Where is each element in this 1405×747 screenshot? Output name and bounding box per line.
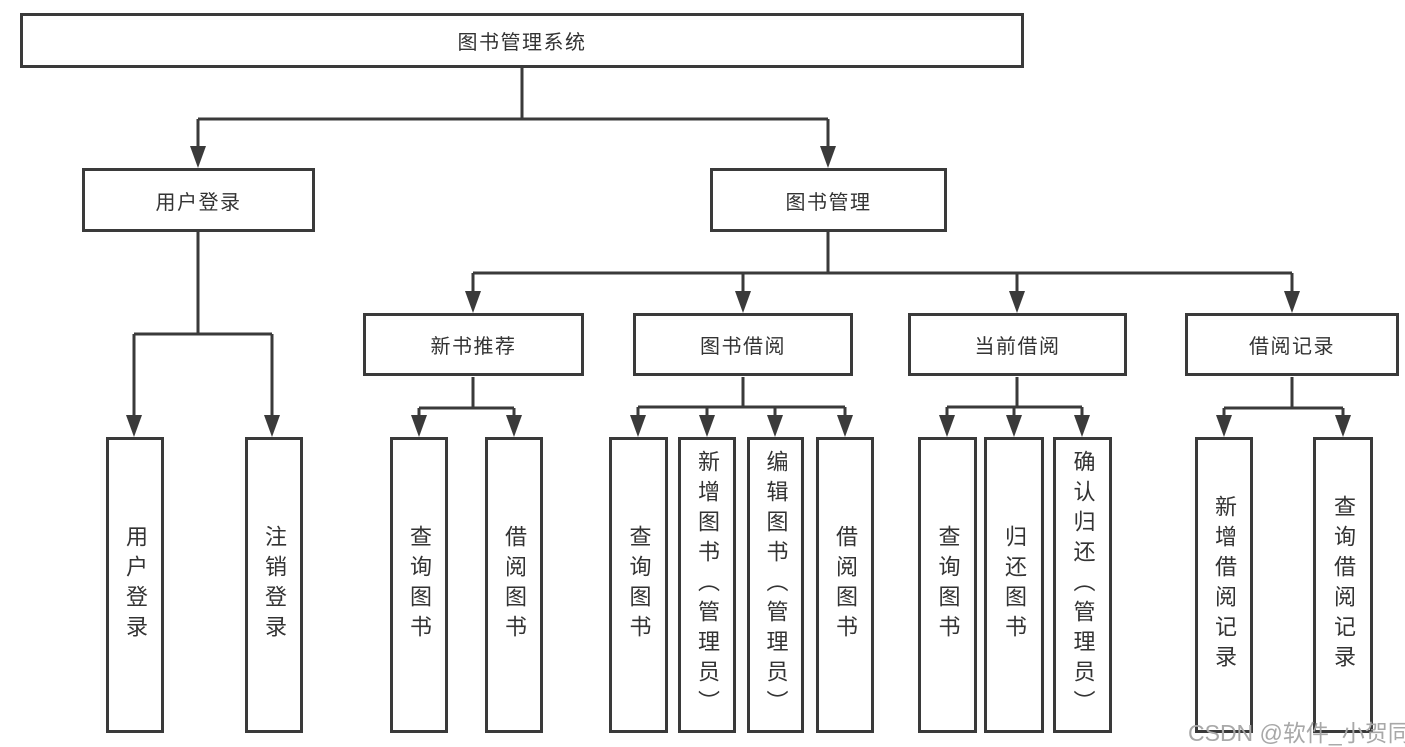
- leaf-confirm-return-admin: 确认归还（管理员）: [1053, 437, 1112, 733]
- node-borrow-records: 借阅记录: [1185, 313, 1399, 376]
- node-root: 图书管理系统: [20, 13, 1024, 68]
- leaf-query-book-borrow: 查询图书: [609, 437, 668, 733]
- leaf-user-login: 用户登录: [106, 437, 164, 733]
- leaf-add-book-admin: 新增图书（管理员）: [678, 437, 736, 733]
- watermark: CSDN @软件_小贺同学: [1188, 720, 1405, 746]
- node-current-borrow: 当前借阅: [908, 313, 1127, 376]
- leaf-query-borrow-record: 查询借阅记录: [1313, 437, 1373, 733]
- leaf-edit-book-admin: 编辑图书（管理员）: [747, 437, 804, 733]
- leaf-add-borrow-record: 新增借阅记录: [1195, 437, 1253, 733]
- leaf-borrow-book-recommend: 借阅图书: [485, 437, 543, 733]
- leaf-query-book-current: 查询图书: [918, 437, 977, 733]
- node-book-management: 图书管理: [710, 168, 947, 232]
- node-user-login: 用户登录: [82, 168, 315, 232]
- node-new-book-recommend: 新书推荐: [363, 313, 584, 376]
- leaf-return-book: 归还图书: [984, 437, 1044, 733]
- leaf-borrow-book: 借阅图书: [816, 437, 874, 733]
- leaf-query-book-recommend: 查询图书: [390, 437, 448, 733]
- leaf-logout: 注销登录: [245, 437, 303, 733]
- node-book-borrow: 图书借阅: [633, 313, 853, 376]
